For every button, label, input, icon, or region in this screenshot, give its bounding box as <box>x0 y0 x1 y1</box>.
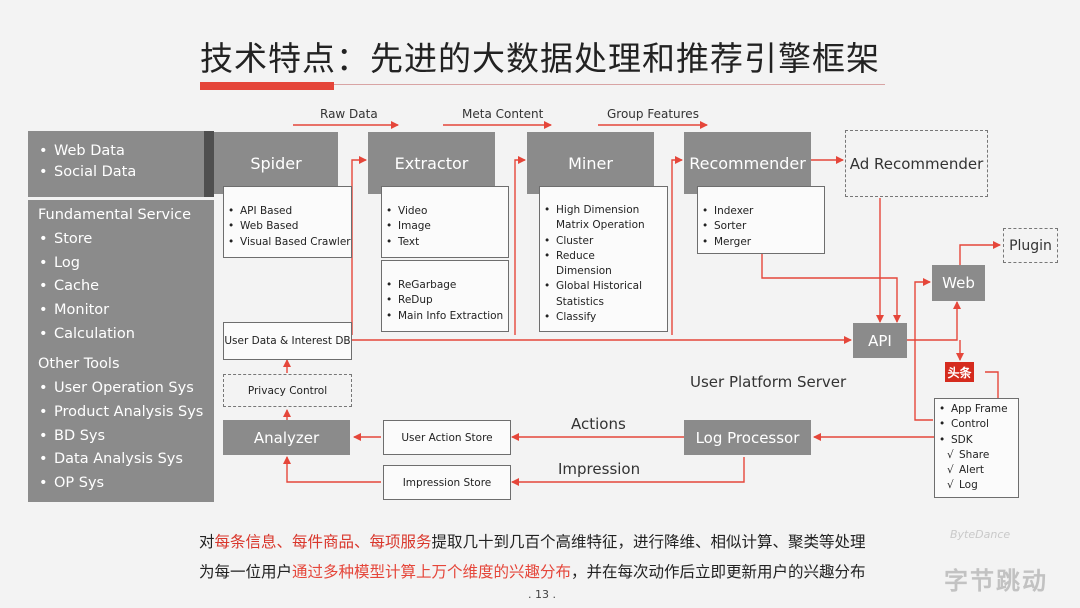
sidebar-item-op-sys: OP Sys <box>39 475 104 491</box>
page-number: . 13 . <box>528 588 556 601</box>
user-action-store: User Action Store <box>383 420 511 455</box>
extractor-details: Video Image Text <box>381 186 509 258</box>
sidebar-item-bd-sys: BD Sys <box>39 428 105 444</box>
list-item: Impression Store <box>402 476 492 489</box>
impression-label: Impression <box>558 460 641 478</box>
list-item: ReDup <box>384 293 508 309</box>
sidebar-item-store: Store <box>39 231 92 247</box>
footer-highlight-1: 每条信息、每件商品、每项服务 <box>214 533 432 551</box>
plugin-box: Plugin <box>1003 228 1058 263</box>
sidebar-dark-bar <box>204 131 214 197</box>
sidebar-item-social-data: Social Data <box>39 164 136 180</box>
app-details: App Frame Control SDK Share Alert Log <box>934 398 1019 498</box>
bytedance-watermark-small: ByteDance <box>950 528 1011 541</box>
fundamental-service-heading: Fundamental Service <box>38 207 192 223</box>
list-item: Classify <box>542 310 667 326</box>
list-item: Video <box>384 204 508 220</box>
toutiao-logo: 头条 <box>945 362 974 382</box>
footer-highlight-2: 通过多种模型计算上万个维度的兴趣分布 <box>292 563 572 581</box>
log-processor-box: Log Processor <box>684 420 811 455</box>
list-item: Text <box>384 235 508 251</box>
user-data-db: User Data & Interest DB <box>223 322 352 360</box>
spider-stage: Spider <box>214 132 338 194</box>
list-item: Main Info Extraction <box>384 309 508 325</box>
list-item: Log <box>937 478 1018 494</box>
services-panel: Fundamental Service Store Log Cache Moni… <box>28 200 214 502</box>
privacy-control-label: Privacy Control <box>247 384 328 397</box>
ad-recommender-label: Ad Recommender <box>849 154 984 173</box>
list-item: Reduce <box>542 249 667 265</box>
sidebar-item-user-operation: User Operation Sys <box>39 380 194 396</box>
list-item: API Based <box>226 204 351 220</box>
list-item: Global Historical <box>542 279 667 295</box>
list-item: ReGarbage <box>384 278 508 294</box>
impression-store: Impression Store <box>383 465 511 500</box>
list-item: Cluster <box>542 234 667 250</box>
sidebar-item-log: Log <box>39 255 80 271</box>
list-item: Visual Based Crawler <box>226 235 351 251</box>
sidebar-item-cache: Cache <box>39 278 99 294</box>
title-accent-bar <box>200 82 334 90</box>
list-item: Image <box>384 219 508 235</box>
footer-line-1: 对每条信息、每件商品、每项服务提取几十到几百个高维特征，进行降维、相似计算、聚类… <box>199 533 866 551</box>
spider-details: API Based Web Based Visual Based Crawler <box>223 186 352 258</box>
user-platform-server-label: User Platform Server <box>690 373 847 391</box>
sidebar-item-monitor: Monitor <box>39 302 109 318</box>
list-item: Sorter <box>700 219 824 235</box>
raw-data-label: Raw Data <box>320 107 378 121</box>
list-item: User Action Store <box>401 431 493 444</box>
extractor-details-2: ReGarbage ReDup Main Info Extraction <box>381 260 509 332</box>
list-item: SDK <box>937 433 1018 449</box>
list-item: Dimension <box>556 265 612 278</box>
footer-line-2: 为每一位用户通过多种模型计算上万个维度的兴趣分布，并在每次动作后立即更新用户的兴… <box>199 563 866 581</box>
miner-stage: Miner <box>527 132 654 194</box>
list-item: Matrix Operation <box>556 219 645 232</box>
title-underline <box>200 84 885 85</box>
sidebar-item-calculation: Calculation <box>39 326 135 342</box>
recommender-details: Indexer Sorter Merger <box>697 186 825 254</box>
bytedance-watermark-logo: 字节跳动 <box>944 567 1048 595</box>
list-item: Control <box>937 417 1018 433</box>
list-item: App Frame <box>937 402 1018 418</box>
list-item: Merger <box>700 235 824 251</box>
miner-details: High Dimension Matrix Operation Cluster … <box>539 186 668 332</box>
sidebar-item-data-analysis: Data Analysis Sys <box>39 451 183 467</box>
user-data-db-label: User Data & Interest DB <box>224 335 351 347</box>
analyzer-box: Analyzer <box>223 420 350 455</box>
privacy-control-box: Privacy Control <box>223 374 352 407</box>
actions-label: Actions <box>571 415 626 433</box>
ad-recommender-box: Ad Recommender <box>845 130 988 197</box>
list-item: Indexer <box>700 204 824 220</box>
page-title: 技术特点：先进的大数据处理和推荐引擎框架 <box>200 39 880 78</box>
list-item: Alert <box>937 463 1018 479</box>
plugin-label: Plugin <box>1009 237 1052 254</box>
recommender-stage: Recommender <box>684 132 811 194</box>
sidebar-item-web-data: Web Data <box>39 143 125 159</box>
list-item: Web Based <box>226 219 351 235</box>
extractor-stage: Extractor <box>368 132 495 194</box>
sidebar-item-product-analysis: Product Analysis Sys <box>39 404 203 420</box>
meta-content-label: Meta Content <box>462 107 544 121</box>
web-box: Web <box>932 265 985 301</box>
api-box: API <box>853 323 907 358</box>
list-item: High Dimension <box>542 203 667 219</box>
list-item: Statistics <box>556 295 604 308</box>
list-item: Share <box>937 448 1018 464</box>
other-tools-heading: Other Tools <box>38 356 120 372</box>
data-sources-panel: Web Data Social Data <box>28 131 214 197</box>
group-features-label: Group Features <box>607 107 699 121</box>
